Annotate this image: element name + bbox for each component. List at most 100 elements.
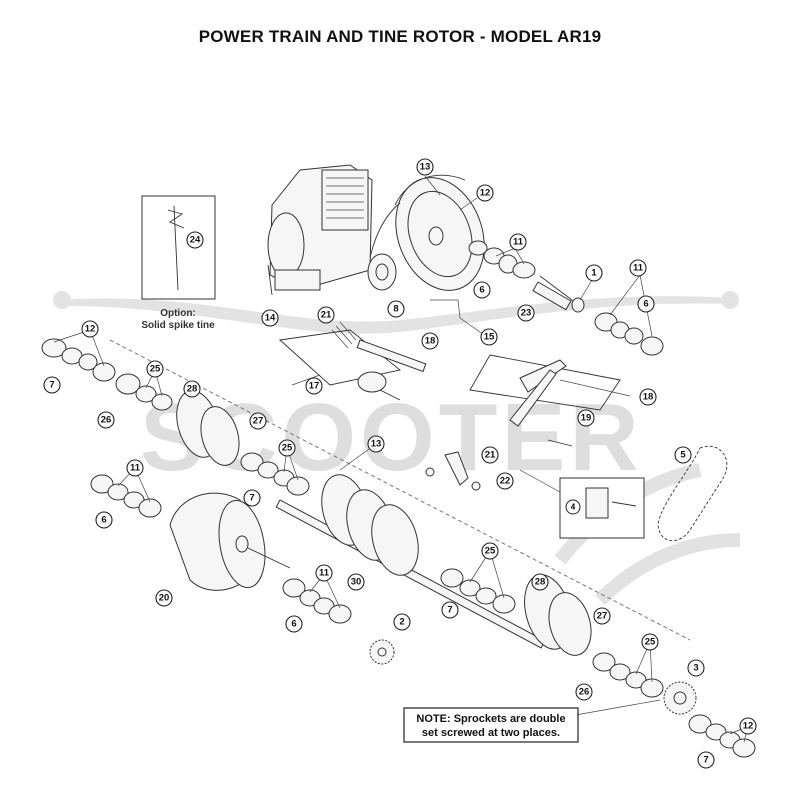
part-label: 25 — [146, 360, 164, 378]
svg-text:11: 11 — [513, 237, 524, 248]
svg-text:25: 25 — [282, 443, 293, 454]
svg-text:1: 1 — [591, 268, 597, 279]
svg-text:26: 26 — [101, 415, 112, 426]
bracket-assembly — [430, 299, 621, 447]
svg-text:13: 13 — [420, 162, 431, 173]
svg-text:27: 27 — [253, 416, 264, 427]
part-label: 7 — [243, 489, 261, 507]
svg-text:6: 6 — [643, 299, 648, 310]
svg-text:25: 25 — [485, 546, 496, 557]
idler-linkage — [278, 321, 427, 401]
svg-text:6: 6 — [479, 285, 484, 296]
svg-text:25: 25 — [645, 637, 656, 648]
part-label: 6 — [285, 615, 303, 633]
svg-text:12: 12 — [85, 324, 96, 335]
svg-text:7: 7 — [447, 605, 452, 616]
shaft-bearings — [240, 452, 664, 698]
svg-text:20: 20 — [159, 593, 170, 604]
part-label: 6 — [95, 511, 113, 529]
part-label: 11 — [629, 259, 647, 277]
part-label: 13 — [416, 158, 434, 176]
part-label: 3 — [687, 659, 705, 677]
svg-text:24: 24 — [190, 235, 201, 246]
svg-text:3: 3 — [693, 663, 698, 674]
part-label: 15 — [480, 328, 498, 346]
svg-text:17: 17 — [309, 381, 320, 392]
svg-text:15: 15 — [484, 332, 495, 343]
part-label: 14 — [261, 309, 279, 327]
part-label: 6 — [637, 295, 655, 313]
wheel-assembly — [90, 474, 352, 624]
part-labels: 13 12 11 1 11 6 6 8 23 24 14 21 15 18 12… — [43, 158, 757, 769]
part-label: 26 — [575, 683, 593, 701]
svg-text:5: 5 — [680, 450, 686, 461]
engine — [267, 164, 373, 296]
sprocket-note-line1: NOTE: Sprockets are double — [416, 713, 565, 725]
svg-text:6: 6 — [291, 619, 296, 630]
svg-text:28: 28 — [187, 384, 198, 395]
option-note-line1: Option: — [160, 308, 196, 319]
chain-inset: 4 — [559, 445, 728, 542]
part-label: 24 — [186, 231, 204, 249]
svg-text:11: 11 — [130, 463, 141, 474]
svg-text:7: 7 — [49, 380, 54, 391]
right-bearing-assembly — [594, 312, 664, 356]
svg-text:7: 7 — [703, 755, 708, 766]
part-label: 12 — [739, 717, 757, 735]
sprockets — [369, 639, 697, 715]
part-label: 17 — [305, 377, 323, 395]
svg-text:12: 12 — [743, 721, 754, 732]
part-label: 22 — [496, 472, 514, 490]
svg-text:7: 7 — [249, 493, 254, 504]
sprocket-note-box: NOTE: Sprockets are double set screwed a… — [403, 707, 579, 743]
part-label: 13 — [367, 435, 385, 453]
svg-text:14: 14 — [265, 313, 276, 324]
svg-text:19: 19 — [581, 413, 592, 424]
option-note-line2: Solid spike tine — [141, 320, 215, 331]
part-label: 7 — [697, 751, 715, 769]
svg-text:27: 27 — [597, 611, 608, 622]
svg-text:11: 11 — [319, 568, 330, 579]
svg-text:2: 2 — [399, 617, 404, 628]
small-brackets — [425, 451, 481, 491]
part-label: 27 — [249, 412, 267, 430]
part-label: 2 — [393, 613, 411, 631]
part-label: 5 — [674, 446, 692, 464]
part-label: 18 — [421, 332, 439, 350]
svg-text:21: 21 — [321, 310, 332, 321]
part-label: 12 — [81, 320, 99, 338]
svg-text:8: 8 — [393, 304, 398, 315]
part-label: 21 — [317, 306, 335, 324]
part-label: 25 — [481, 542, 499, 560]
part-label: 26 — [97, 411, 115, 429]
svg-text:6: 6 — [101, 515, 106, 526]
tine-discs — [176, 390, 592, 656]
part-label: 6 — [473, 281, 491, 299]
part-label: 19 — [577, 409, 595, 427]
part-label: 27 — [593, 607, 611, 625]
part-label: 8 — [387, 300, 405, 318]
left-end-bearings — [41, 338, 173, 411]
part-label: 11 — [509, 233, 527, 251]
svg-text:21: 21 — [485, 450, 496, 461]
spike-tine-option-box: Option: Solid spike tine — [141, 195, 216, 331]
part-label: 11 — [315, 564, 333, 582]
part-label: 7 — [43, 376, 61, 394]
part-label: 23 — [517, 304, 535, 322]
svg-text:18: 18 — [643, 392, 654, 403]
svg-text:26: 26 — [579, 687, 590, 698]
part-label: 18 — [639, 388, 657, 406]
part-label: 28 — [531, 573, 549, 591]
svg-text:30: 30 — [351, 577, 362, 588]
inset-label: 4 — [571, 503, 576, 512]
svg-text:11: 11 — [633, 263, 644, 274]
part-label: 25 — [278, 439, 296, 457]
belt-and-pulleys — [367, 174, 485, 291]
part-label: 25 — [641, 633, 659, 651]
svg-text:22: 22 — [500, 476, 511, 487]
part-label: 1 — [585, 264, 603, 282]
svg-text:23: 23 — [521, 308, 532, 319]
svg-text:12: 12 — [480, 188, 491, 199]
svg-text:28: 28 — [535, 577, 546, 588]
